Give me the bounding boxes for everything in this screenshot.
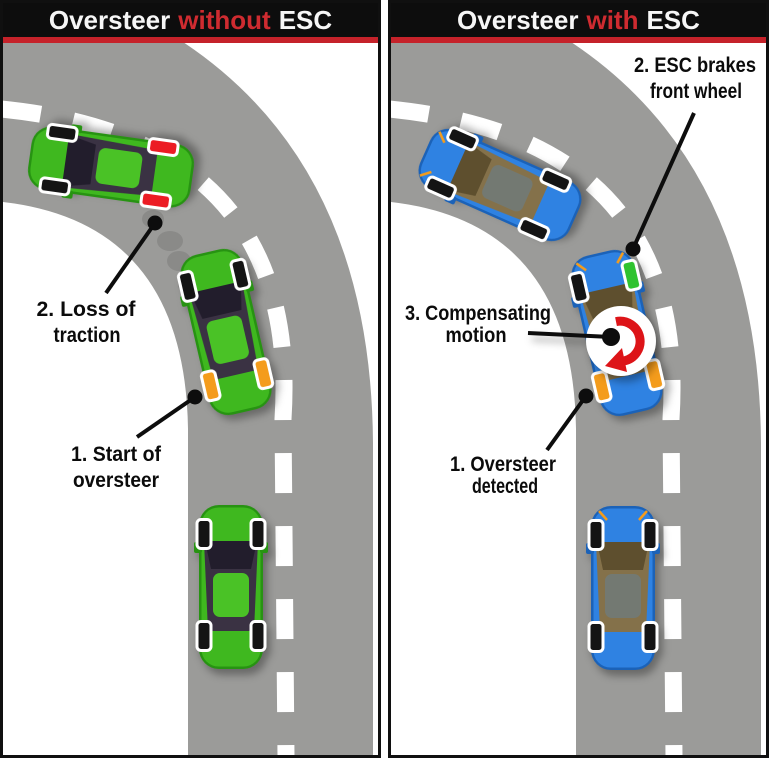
scene-with-esc: 2. ESC brakes front wheel 3. Compensatin… <box>391 43 766 755</box>
rear-right-wheel-sliding <box>146 137 180 158</box>
car-blue-approaching <box>584 504 662 672</box>
label-esc-line2: front wheel <box>650 80 742 103</box>
clockwise-arrow-icon <box>615 316 645 366</box>
front-left-wheel <box>587 519 605 551</box>
title-prefix: Oversteer <box>48 4 171 35</box>
rear-right-wheel-slipping <box>252 357 275 391</box>
front-right-wheel <box>249 518 267 550</box>
loss-callout-dot <box>147 215 163 231</box>
title-underline <box>391 37 766 43</box>
start-callout-dot <box>187 389 203 405</box>
rear-left-wheel-sliding <box>139 190 173 211</box>
rotation-badge-circle <box>586 306 656 376</box>
panel-with-esc: Oversteer with ESC <box>388 0 769 758</box>
esc-callout-line <box>631 112 696 250</box>
label-detect-line2: detected <box>472 475 538 498</box>
car-blue-esc-active <box>561 243 673 423</box>
car-green-spun <box>24 118 198 216</box>
scene-without-esc: 2. Loss of traction 1. Start of overstee… <box>3 43 378 755</box>
rear-right-wheel-slipping <box>643 358 666 392</box>
loss-callout-line <box>104 221 157 295</box>
rear-left-wheel <box>517 217 551 243</box>
front-right-wheel <box>446 126 479 152</box>
car-green-approaching <box>194 505 268 669</box>
rear-left-wheel-slipping <box>199 369 222 403</box>
front-right-wheel <box>45 122 79 143</box>
label-start-line2: oversteer <box>73 469 159 492</box>
front-right-wheel <box>641 519 659 551</box>
road <box>391 43 761 755</box>
front-left-wheel <box>38 176 72 197</box>
car-green-oversteer-start <box>171 243 281 421</box>
title-without-esc: Oversteer without ESC <box>3 3 378 37</box>
front-right-wheel-braked <box>620 258 643 292</box>
clockwise-arrow-head <box>605 348 627 372</box>
label-start-line1: 1. Start of <box>71 443 162 466</box>
rear-left-wheel <box>195 620 213 652</box>
title-with-esc: Oversteer with ESC <box>391 3 766 37</box>
label-detect-line1: 1. Oversteer <box>450 453 556 476</box>
label-comp-line1: 3. Compensating <box>405 302 551 325</box>
esc-callout-dot <box>625 241 641 257</box>
detect-callout-line <box>545 394 588 452</box>
front-left-wheel <box>567 271 590 304</box>
road-diagram-left: 2. Loss of traction 1. Start of overstee… <box>3 43 373 755</box>
label-esc-line1: 2. ESC brakes <box>634 54 756 77</box>
title-highlight: with <box>586 4 639 35</box>
rear-right-wheel <box>249 620 267 652</box>
label-loss-line2: traction <box>54 324 121 347</box>
label-loss-line1: 2. Loss of <box>37 298 137 321</box>
title-prefix: Oversteer <box>457 4 579 35</box>
rear-right-wheel <box>641 621 659 653</box>
front-left-wheel <box>176 270 199 303</box>
rear-left-wheel <box>587 621 605 653</box>
title-underline <box>3 37 378 43</box>
title-suffix: ESC <box>278 4 333 35</box>
front-right-wheel <box>229 257 252 291</box>
lane-dashes <box>391 100 683 755</box>
start-callout-line <box>135 395 197 439</box>
label-comp-line2: motion <box>446 324 507 347</box>
rear-left-wheel-slipping <box>590 370 613 404</box>
rear-right-wheel <box>539 167 573 193</box>
lane-dashes <box>3 100 295 755</box>
detect-callout-dot <box>578 388 594 404</box>
comp-callout-line <box>527 331 612 339</box>
compensating-motion-icon <box>527 306 656 376</box>
comp-callout-dot <box>602 328 620 346</box>
title-highlight: without <box>178 4 271 35</box>
front-left-wheel <box>424 175 457 201</box>
car-blue-corrected <box>408 116 592 254</box>
road-diagram-right: 2. ESC brakes front wheel 3. Compensatin… <box>391 43 761 755</box>
tire-smoke <box>157 231 183 251</box>
front-left-wheel <box>195 518 213 550</box>
title-suffix: ESC <box>646 4 700 35</box>
panel-without-esc: Oversteer without ESC <box>0 0 381 758</box>
